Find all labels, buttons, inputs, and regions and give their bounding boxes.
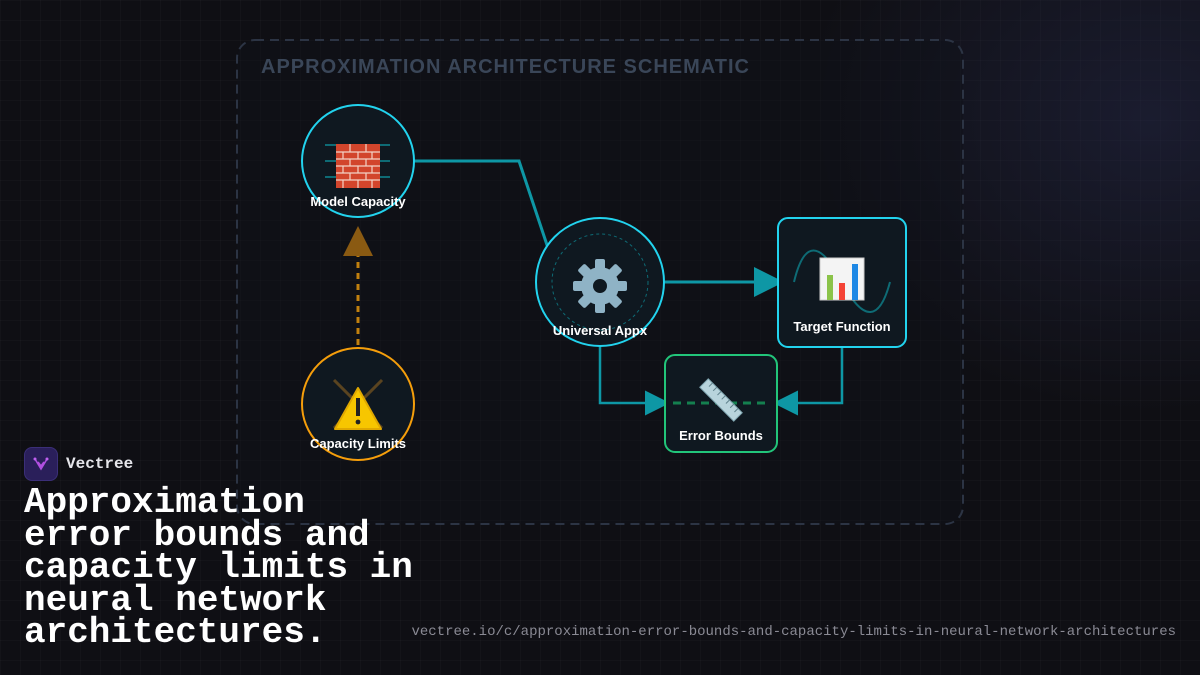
vectree-logo-icon bbox=[24, 447, 58, 481]
brick-wall-icon bbox=[325, 144, 390, 188]
edge-appx-to-error bbox=[598, 347, 670, 416]
node-label: Model Capacity bbox=[310, 194, 406, 209]
node-error-bounds[interactable]: Error Bounds bbox=[664, 354, 778, 453]
gear-icon bbox=[573, 259, 627, 313]
node-model-capacity[interactable]: Model Capacity bbox=[301, 104, 415, 218]
node-target-function[interactable]: Target Function bbox=[777, 217, 907, 348]
edge-target-to-error bbox=[773, 347, 844, 416]
node-universal-appx[interactable]: Universal Appx bbox=[535, 217, 665, 347]
node-label: Target Function bbox=[793, 319, 890, 334]
node-label: Universal Appx bbox=[553, 323, 648, 338]
bar-chart-icon bbox=[819, 257, 865, 301]
node-label: Capacity Limits bbox=[310, 436, 406, 451]
brand-name: Vectree bbox=[66, 455, 134, 473]
warning-icon bbox=[332, 378, 384, 430]
edge-capacity-to-appx bbox=[414, 159, 550, 249]
ruler-icon bbox=[699, 378, 743, 422]
node-label: Error Bounds bbox=[679, 428, 763, 443]
page-url[interactable]: vectree.io/c/approximation-error-bounds-… bbox=[411, 624, 1176, 640]
headline: Approximation error bounds and capacity … bbox=[24, 482, 413, 653]
brand: Vectree bbox=[24, 447, 133, 481]
node-capacity-limits[interactable]: Capacity Limits bbox=[301, 347, 415, 461]
schematic-title: APPROXIMATION ARCHITECTURE SCHEMATIC bbox=[261, 56, 750, 78]
